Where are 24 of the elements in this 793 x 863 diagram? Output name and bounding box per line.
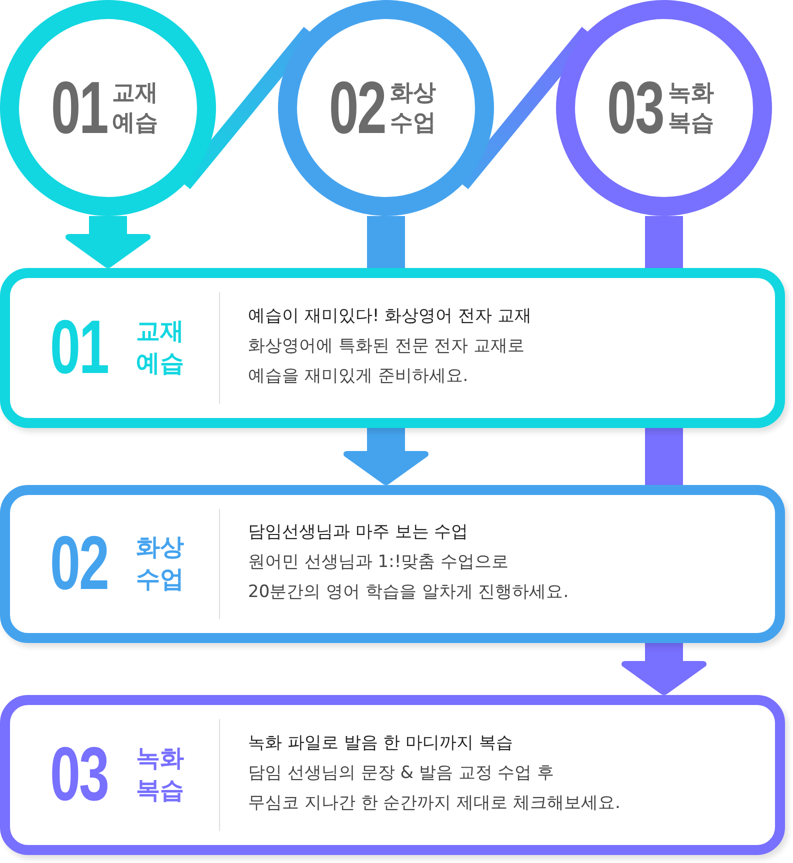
card-heading: 녹화 파일로 발음 한 마디까지 복습: [248, 732, 514, 755]
step-title: 교재 예습: [136, 316, 185, 379]
connector-line: [367, 216, 405, 268]
connector-line: [645, 428, 683, 485]
step-title: 화상 수업: [390, 79, 438, 138]
connector-line: [645, 216, 683, 268]
card-description: 담임 선생님의 문장 & 발음 교정 수업 후 무심코 지나간 한 순간까지 제대로 체크해보세요.: [248, 762, 620, 815]
step-title: 교재 예습: [112, 79, 160, 138]
step-card: [0, 268, 785, 428]
step-number: 02: [328, 71, 386, 145]
step-number: 03: [50, 737, 108, 813]
step-title: 화상 수업: [136, 532, 185, 595]
step-number: 03: [606, 71, 664, 145]
step-card: [0, 695, 785, 855]
step-number: 01: [50, 310, 108, 386]
card-description: 화상영어에 특화된 전문 전자 교재로 예습을 재미있게 준비하세요.: [248, 335, 525, 388]
card-heading: 예습이 재미있다! 화상영어 전자 교재: [248, 305, 532, 328]
step-title: 녹화 복습: [668, 79, 716, 138]
step-number: 01: [50, 71, 108, 145]
card-heading: 담임선생님과 마주 보는 수업: [248, 521, 468, 544]
step-card: [0, 485, 785, 643]
step-number: 02: [50, 526, 108, 602]
card-description: 원어민 선생님과 1:!맞춤 수업으로 20분간의 영어 학습을 알차게 진행하세요.: [248, 551, 569, 604]
step-title: 녹화 복습: [136, 743, 185, 806]
